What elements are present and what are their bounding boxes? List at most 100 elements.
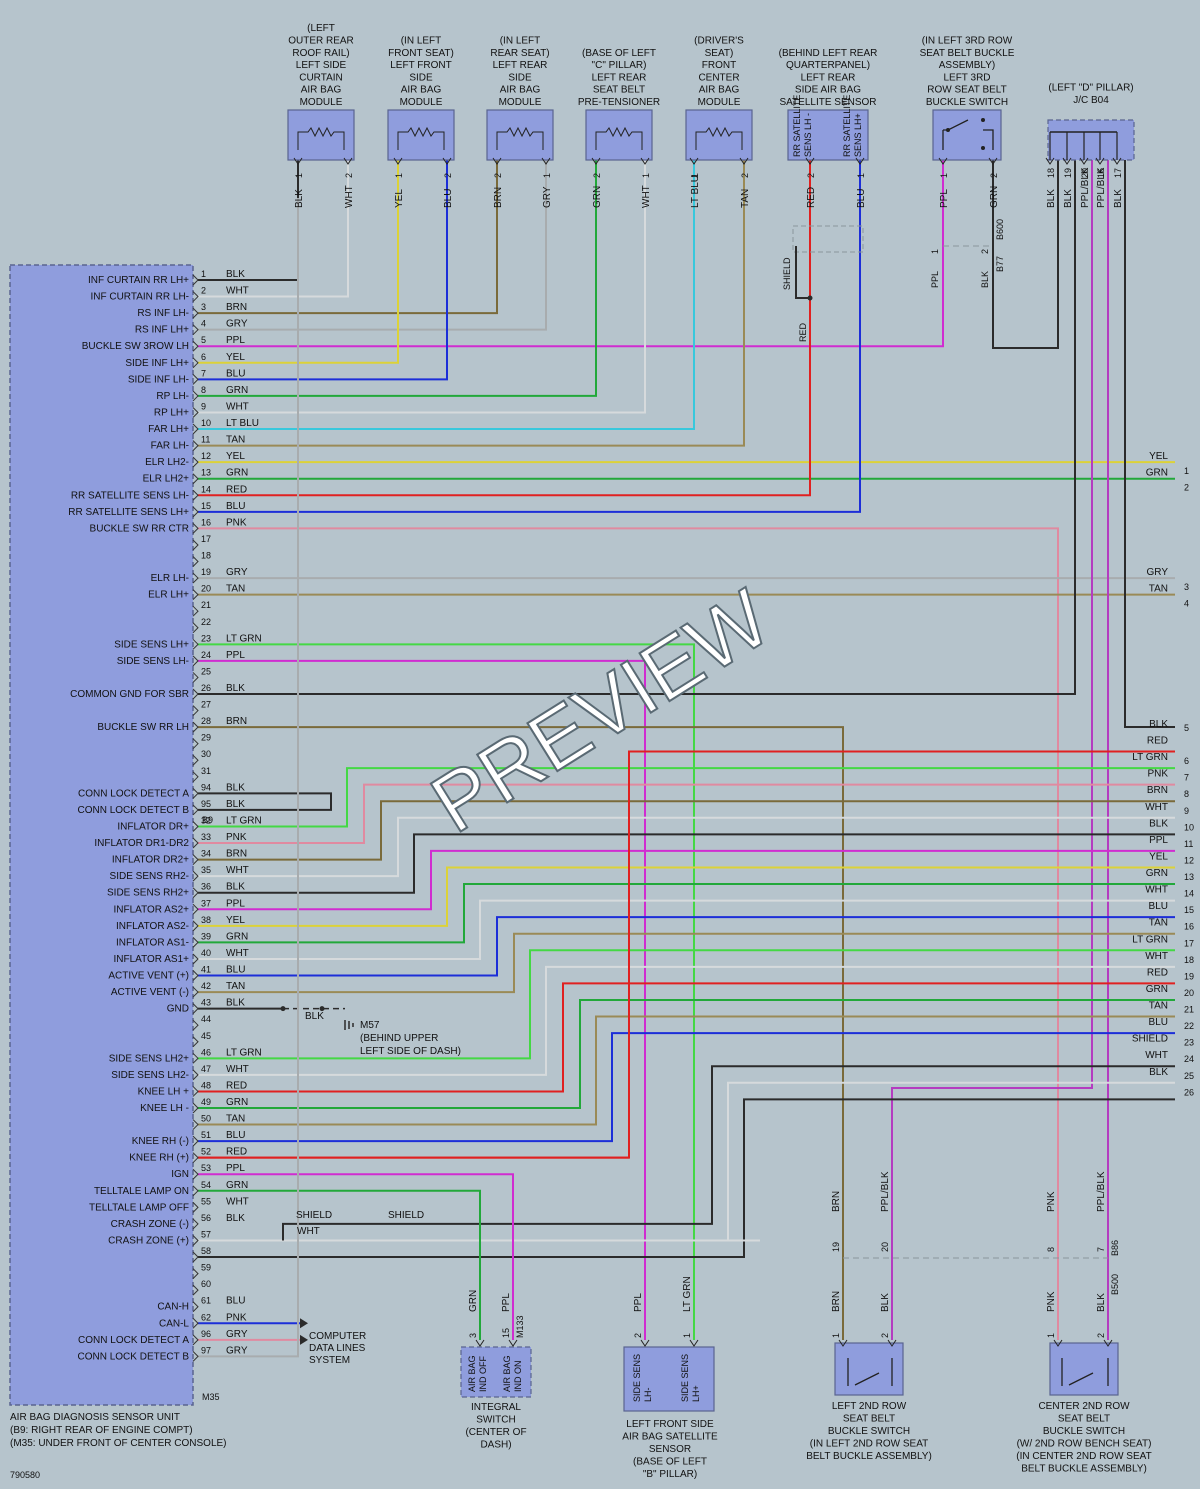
- rear_side-label: SIDE: [508, 72, 532, 83]
- pin-terminal: [192, 1185, 199, 1197]
- pin-function-label: ACTIVE VENT (+): [108, 971, 189, 982]
- pin-number: 24: [201, 650, 211, 660]
- pin-number: 6: [201, 352, 206, 362]
- right-conn-pin: 15: [1184, 905, 1194, 915]
- pin-number-label: 19: [831, 1242, 841, 1252]
- pin-terminal: [192, 291, 199, 302]
- right-conn-wire: GRN: [1146, 868, 1168, 879]
- pin-function-label: ELR LH2+: [143, 474, 190, 485]
- pin-wire-color: YEL: [226, 915, 245, 926]
- pin-wire-color: GRY: [226, 1329, 248, 1340]
- pin-terminal: [192, 920, 199, 932]
- pin-number: 21: [201, 600, 211, 610]
- lh2nd-label: LEFT 2ND ROW: [832, 1401, 907, 1412]
- pin-terminal: [192, 1301, 199, 1313]
- ground-note-2: LEFT SIDE OF DASH): [360, 1046, 461, 1057]
- terminal-icon: [689, 1339, 699, 1347]
- pin-terminal: [192, 1119, 199, 1130]
- ground-wire-label: BLK: [305, 1011, 324, 1022]
- pin-wire-color: TAN: [226, 435, 245, 446]
- curtain-label: AIR BAG: [301, 85, 342, 96]
- squib-icon: [695, 126, 743, 150]
- pin-number-label: 1: [542, 173, 552, 178]
- ctr2nd-label: CENTER 2ND ROW: [1038, 1401, 1130, 1412]
- sensor-unit-caption-2: (B9: RIGHT REAR OF ENGINE COMPT): [10, 1425, 193, 1436]
- pin-terminal: [192, 1135, 199, 1147]
- right-conn-wire: LT GRN: [1132, 934, 1168, 945]
- connector-b9-label: B9: [202, 815, 213, 825]
- terminal-icon: [938, 157, 948, 165]
- right-conn-wire: YEL: [1149, 851, 1168, 862]
- curtain-box: [287, 109, 355, 161]
- integral-label: INTEGRAL: [471, 1402, 521, 1413]
- pin-number: 5: [201, 335, 206, 345]
- terminal-icon: [475, 1339, 485, 1347]
- integral-inner-label: AIR BAG: [502, 1355, 512, 1392]
- wire-color-label: GRN: [989, 186, 1000, 208]
- pin-number-label: 7: [1096, 1247, 1106, 1252]
- pin-number: 35: [201, 865, 211, 875]
- pin-wire-color: BRN: [226, 716, 247, 727]
- pin-function-label: CAN-L: [159, 1318, 189, 1329]
- front_side-label: FRONT SEAT): [388, 48, 454, 59]
- ground-ref-label: M57: [360, 1020, 380, 1031]
- pin-wire-color: PNK: [226, 517, 247, 528]
- pin-function-label: ELR LH+: [148, 590, 189, 601]
- wire-right-run: [198, 916, 1175, 977]
- pin-wire-color: RED: [226, 484, 247, 495]
- pin-number: 4: [201, 319, 206, 329]
- pin-number: 49: [201, 1097, 211, 1107]
- pin-terminal: [192, 1268, 199, 1279]
- pin-terminal: [192, 1036, 199, 1048]
- pin-function-label: COMMON GND FOR SBR: [70, 689, 189, 700]
- pin-number: 28: [201, 716, 211, 726]
- pin-number-label: 1: [690, 173, 700, 178]
- buckle3-label: SEAT BELT BUCKLE: [920, 48, 1015, 59]
- pin-number: 54: [201, 1180, 211, 1190]
- terminal-icon: [739, 157, 749, 165]
- pin-function-label: INF CURTAIN RR LH-: [90, 292, 189, 303]
- wire-color-label: PPL: [501, 1293, 512, 1312]
- pin-number: 53: [201, 1163, 211, 1173]
- pin-number-label: 20: [1080, 168, 1090, 178]
- pin-wire-color: WHT: [226, 865, 249, 876]
- ctr2nd-label: (W/ 2ND ROW BENCH SEAT): [1017, 1439, 1152, 1450]
- jc-label: (LEFT "D" PILLAR): [1048, 83, 1133, 94]
- pin-function-label: CAN-H: [157, 1302, 189, 1313]
- terminal-icon: [1103, 1339, 1113, 1347]
- pin-terminal: [192, 655, 199, 667]
- pin-number: 61: [201, 1296, 211, 1306]
- pin-function-label: RS INF LH-: [137, 308, 189, 319]
- wire-color-label: GRN: [468, 1290, 479, 1312]
- terminal-icon: [838, 1339, 848, 1347]
- pin-function-label: CRASH ZONE (+): [108, 1235, 189, 1246]
- right-conn-wire: LT GRN: [1132, 752, 1168, 763]
- pin-number: 46: [201, 1047, 211, 1057]
- pin-terminal: [192, 1235, 199, 1246]
- wire-conn-lock: [198, 792, 332, 811]
- pin-number: 23: [201, 633, 211, 643]
- curtain-label: ROOF RAIL): [292, 48, 349, 59]
- pin-terminal: [192, 473, 199, 485]
- lh2nd-label: (IN LEFT 2ND ROW SEAT: [810, 1439, 929, 1450]
- terminal-icon: [640, 1339, 650, 1347]
- lh2nd-label: SEAT BELT: [843, 1414, 895, 1425]
- right-conn-pin: 23: [1184, 1038, 1194, 1048]
- pin-number-label: 18: [1046, 168, 1056, 178]
- pin-wire-color: LT GRN: [226, 1047, 262, 1058]
- pin-function-label: SIDE SENS LH+: [114, 639, 189, 650]
- pin-wire-color: TAN: [226, 1114, 245, 1125]
- wire-color-label: BLK: [880, 1293, 891, 1312]
- pretensioner-box: [585, 109, 653, 161]
- can-label-3: SYSTEM: [309, 1355, 350, 1366]
- terminal-icon: [1053, 1339, 1063, 1347]
- pin-terminal: [192, 986, 199, 998]
- right-conn-wire: TAN: [1149, 1001, 1168, 1012]
- pin-wire-color: WHT: [226, 286, 249, 297]
- pin-number: 37: [201, 898, 211, 908]
